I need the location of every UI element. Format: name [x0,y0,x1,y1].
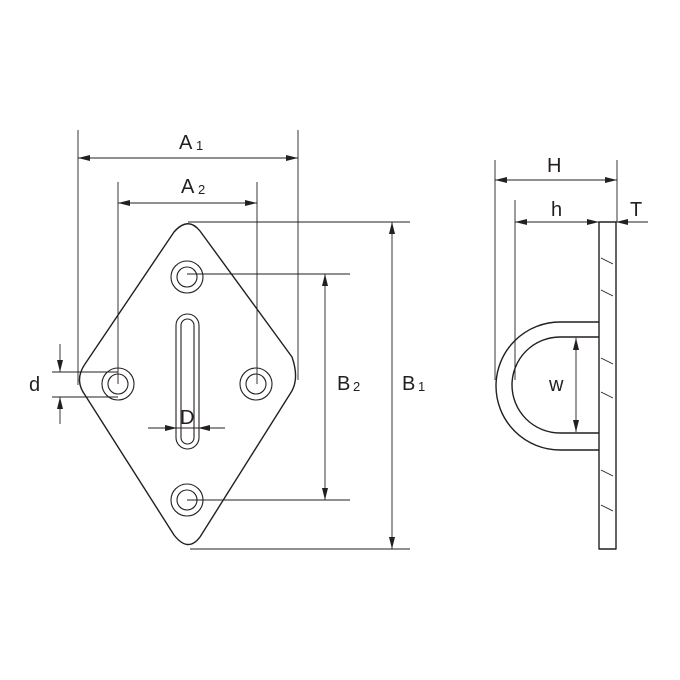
label-T: T [630,199,642,221]
plate-hatching [600,257,614,512]
dimension-w: w [548,338,579,432]
label-a2: A [181,176,195,198]
center-slot-outer [175,313,200,450]
dimension-T: T [616,199,648,225]
right-hole-outer [239,367,273,401]
side-view [495,221,617,550]
dimension-d-small: d [29,344,118,424]
diamond-plate-outline [78,223,297,546]
dimension-b2: B 2 [187,273,360,501]
label-H: H [547,155,561,177]
front-view [78,223,297,546]
base-plate-side [598,221,617,550]
top-hole-inner [176,266,198,288]
label-h: h [551,199,562,221]
label-b2: B [337,373,350,395]
dimension-b1: B 1 [188,221,425,550]
dimension-H: H [494,155,618,380]
dimension-d-large: D [148,407,225,431]
label-b1-sub: 1 [418,379,425,394]
dimension-a1: A 1 [77,130,299,385]
label-D: D [180,407,194,429]
label-a2-sub: 2 [198,182,205,197]
label-b1: B [402,373,415,395]
right-hole-inner [245,373,267,395]
loop-outer [495,321,599,451]
label-a1: A [179,132,193,154]
center-slot-inner [180,318,195,445]
dimension-h: h [514,199,599,380]
dimension-a2: A 2 [117,176,258,384]
label-a1-sub: 1 [196,138,203,153]
top-hole-outer [170,260,204,294]
loop-inner [511,336,599,434]
label-d: d [29,374,40,396]
label-b2-sub: 2 [353,379,360,394]
label-w: w [548,374,564,396]
